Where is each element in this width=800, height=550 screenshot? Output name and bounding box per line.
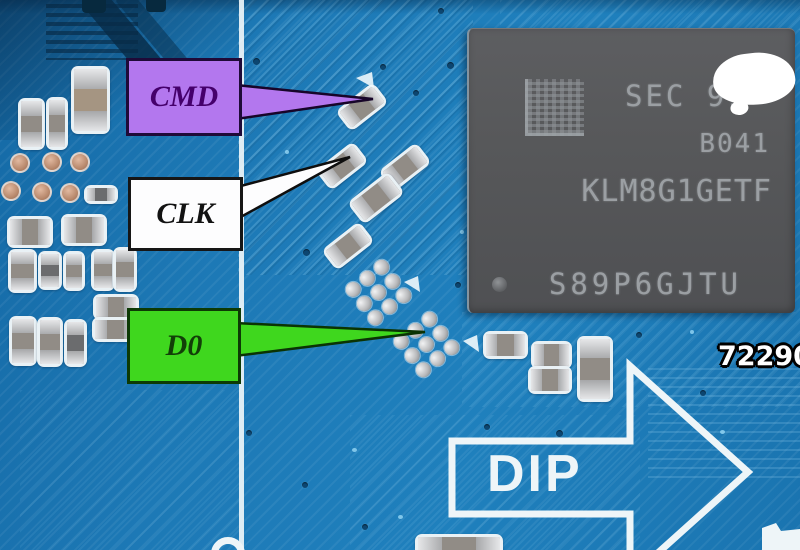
smd-component (37, 317, 63, 367)
board-ref-text: 72290C (718, 341, 800, 372)
smd-component (113, 247, 137, 292)
dip-text: DIP (487, 445, 583, 503)
cmd-label: CMD (126, 58, 242, 136)
top-edge-shading (0, 0, 800, 14)
d0-label-text: D0 (165, 329, 203, 362)
smd-component (18, 98, 45, 150)
smd-component (91, 249, 115, 291)
smd-component (46, 97, 68, 150)
pcb-traces-right-horizontal (648, 368, 800, 478)
smd-component (61, 214, 107, 246)
clk-label-text: CLK (156, 197, 215, 230)
pcb-traces-bottom-left (20, 390, 240, 550)
smd-component (63, 251, 85, 291)
edge-pin (146, 0, 166, 12)
edge-pin (82, 0, 106, 13)
emmc-chip: SEC 91 B041 KLM8G1GETF S89P6GJTU (467, 28, 798, 313)
smd-component (577, 336, 613, 402)
chip-marking-line2: B041 (699, 129, 770, 159)
smd-component (528, 366, 572, 394)
smd-component (531, 341, 572, 369)
d0-label: D0 (127, 308, 241, 384)
pcb-traces-top-right (500, 0, 800, 30)
smd-component (64, 319, 87, 367)
smd-component (84, 185, 118, 204)
smd-component (7, 216, 53, 248)
chip-marking-line3: KLM8G1GETF (581, 174, 772, 209)
clk-label: CLK (128, 177, 243, 251)
pin1-marker (492, 277, 507, 292)
smd-component (483, 331, 528, 359)
smd-component (71, 66, 110, 134)
cmd-label-text: CMD (149, 80, 219, 113)
smd-component (38, 251, 62, 290)
smd-component (8, 249, 37, 293)
silkscreen-vertical-line (239, 0, 244, 550)
smd-component (415, 534, 503, 550)
smd-component (9, 316, 37, 366)
chip-marking-line4: S89P6GJTU (548, 267, 742, 301)
datamatrix-code (525, 79, 584, 136)
